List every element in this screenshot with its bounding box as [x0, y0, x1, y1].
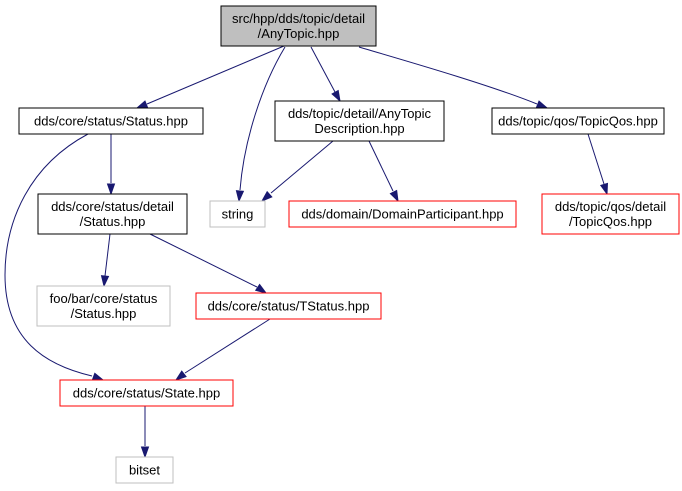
node-box: [491, 107, 665, 135]
edge-topicqos-to-topicqosdetail: [587, 133, 609, 196]
arrowhead: [135, 100, 149, 109]
node-label: dds/topic/qos/TopicQos.hpp: [498, 114, 658, 129]
edge-tstatus-to-state: [174, 318, 271, 381]
edge-line: [368, 140, 394, 192]
edge-status-to-state: [4, 133, 105, 381]
arrowhead: [535, 100, 549, 109]
node-box: [36, 285, 171, 327]
node-label: dds/topic/detail/AnyTopic: [288, 106, 432, 121]
node-label: /Status.hpp: [80, 214, 146, 229]
node-box: [541, 193, 680, 235]
arrowhead: [389, 189, 399, 203]
node-box: [37, 193, 188, 235]
node-label: dds/core/status/detail: [51, 199, 174, 214]
edge-anytopicdesc-to-string: [260, 140, 334, 203]
node-topicqos[interactable]: dds/topic/qos/TopicQos.hpp: [491, 107, 665, 135]
node-label: Description.hpp: [314, 121, 404, 136]
arrowhead: [331, 89, 341, 103]
edge-statusdetail-to-tstatus: [149, 233, 268, 294]
arrowhead: [174, 370, 187, 381]
arrowhead: [140, 446, 150, 459]
node-box: [115, 456, 174, 484]
edge-anytopic-to-anytopicdesc: [310, 46, 341, 103]
arrowhead: [91, 372, 105, 381]
edge-line: [270, 140, 334, 194]
node-box: [18, 107, 204, 135]
edge-anytopic-to-topicqos: [358, 46, 549, 109]
node-label: foo/bar/core/status: [50, 291, 158, 306]
node-label: dds/core/status/Status.hpp: [34, 114, 188, 129]
node-label: dds/core/status/State.hpp: [73, 386, 220, 401]
node-statusdetail[interactable]: dds/core/status/detail/Status.hpp: [37, 193, 188, 235]
node-box: [274, 100, 445, 142]
node-box: [220, 5, 377, 47]
edge-line: [4, 133, 93, 377]
node-anytopic[interactable]: src/hpp/dds/topic/detail/AnyTopic.hpp: [220, 5, 377, 47]
edge-layer: [4, 45, 609, 459]
edge-anytopic-to-string: [235, 46, 286, 203]
node-box: [59, 379, 234, 407]
node-label: src/hpp/dds/topic/detail: [232, 11, 365, 26]
node-box: [195, 292, 382, 320]
node-label: /TopicQos.hpp: [569, 214, 652, 229]
node-domainparticipant[interactable]: dds/domain/DomainParticipant.hpp: [288, 200, 517, 228]
node-state[interactable]: dds/core/status/State.hpp: [59, 379, 234, 407]
edge-state-to-bitset: [140, 406, 150, 459]
node-bitset: bitset: [115, 456, 174, 484]
node-status[interactable]: dds/core/status/Status.hpp: [18, 107, 204, 135]
node-box: [288, 200, 517, 228]
arrowhead: [235, 190, 245, 203]
edge-line: [358, 46, 538, 105]
node-label: dds/domain/DomainParticipant.hpp: [301, 207, 503, 222]
node-box: [209, 200, 266, 228]
node-tstatus[interactable]: dds/core/status/TStatus.hpp: [195, 292, 382, 320]
arrowhead: [260, 190, 273, 203]
edge-line: [149, 233, 258, 288]
edge-statusdetail-to-foobar: [100, 233, 111, 288]
edge-line: [239, 46, 286, 191]
edge-line: [310, 46, 336, 93]
edge-line: [146, 45, 285, 105]
node-foobar: foo/bar/core/status/Status.hpp: [36, 285, 171, 327]
node-label: dds/core/status/TStatus.hpp: [208, 299, 370, 314]
node-label: /AnyTopic.hpp: [258, 26, 340, 41]
node-topicqosdetail[interactable]: dds/topic/qos/detail/TopicQos.hpp: [541, 193, 680, 235]
node-string: string: [209, 200, 266, 228]
edge-line: [184, 318, 271, 374]
node-label: dds/topic/qos/detail: [555, 199, 666, 214]
edge-line: [587, 133, 605, 185]
edge-line: [104, 233, 111, 277]
node-label: bitset: [129, 463, 160, 478]
edge-anytopicdesc-to-domainparticipant: [368, 140, 399, 203]
edge-status-to-statusdetail: [106, 134, 116, 196]
node-layer: src/hpp/dds/topic/detail/AnyTopic.hpp dds…: [18, 5, 680, 484]
arrowhead: [106, 183, 116, 196]
node-label: /Status.hpp: [71, 306, 137, 321]
edge-anytopic-to-status: [135, 45, 285, 109]
node-label: string: [222, 207, 254, 222]
arrowhead: [599, 182, 609, 196]
arrowhead: [254, 283, 268, 294]
arrowhead: [100, 275, 110, 288]
